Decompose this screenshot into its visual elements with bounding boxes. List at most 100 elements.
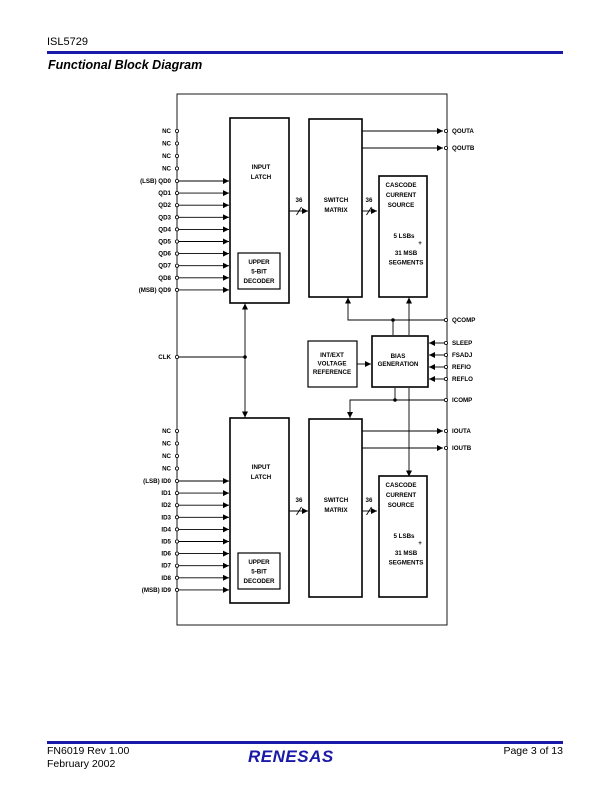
i-data-label: ID2: [161, 502, 171, 509]
q-data-pin: [174, 191, 179, 196]
q-data-pin: [174, 263, 179, 268]
i-bus-out-slash: [366, 506, 372, 516]
q-output-pin: [443, 128, 448, 133]
q-output-pin: [443, 145, 448, 150]
i-decoder-label: UPPER: [248, 559, 270, 566]
q-matrix-label: MATRIX: [324, 207, 348, 214]
i-bus-in-slash: [296, 506, 302, 516]
q-data-label: QD6: [158, 251, 171, 258]
i-data-label: (MSB) ID9: [142, 587, 172, 594]
q-nc-label: NC: [162, 166, 171, 173]
q-data-pin: [174, 275, 179, 280]
i-source-label: SOURCE: [388, 502, 414, 509]
icomp-pin: [443, 397, 448, 402]
q-data-pin: [174, 215, 179, 220]
bias-pin: [443, 340, 448, 345]
q-output-label: QOUTB: [452, 145, 475, 152]
i-source-label: CASCODE: [386, 482, 417, 489]
i-latch-label: INPUT: [252, 464, 271, 471]
i-data-label: ID4: [161, 526, 171, 533]
i-data-pin: [174, 563, 179, 568]
footer-rule: [47, 741, 563, 744]
q-nc-label: NC: [162, 128, 171, 135]
section-title: Functional Block Diagram: [48, 58, 203, 72]
q-output-label: QOUTA: [452, 128, 474, 135]
q-data-label: QD4: [158, 226, 171, 233]
i-latch-label: LATCH: [251, 474, 272, 481]
i-switch-matrix: [308, 418, 363, 598]
doc-number: FN6019 Rev 1.00: [47, 745, 130, 757]
q-matrix-label: SWITCH: [324, 197, 349, 204]
q-source-label: CURRENT: [386, 192, 416, 199]
bias-generation: [371, 335, 429, 388]
q-nc-pin: [174, 166, 179, 171]
i-output-pin: [443, 445, 448, 450]
clk-label: CLK: [158, 354, 171, 361]
header-rule: [47, 51, 563, 54]
bias-pin: [443, 364, 448, 369]
q-nc-pin: [174, 128, 179, 133]
bias-pin: [443, 352, 448, 357]
q-decoder-label: DECODER: [244, 278, 275, 285]
reference-label: REFERENCE: [313, 369, 351, 376]
q-latch-label: LATCH: [251, 174, 272, 181]
i-data-pin: [174, 503, 179, 508]
i-data-pin: [174, 515, 179, 520]
q-latch-label: INPUT: [252, 164, 271, 171]
bias-label: GENERATION: [378, 361, 419, 368]
bias-pin-label: REFIO: [452, 364, 471, 371]
footer-left: FN6019 Rev 1.00 February 2002: [47, 745, 129, 771]
q-switch-matrix: [308, 118, 363, 298]
q-decoder-label: UPPER: [248, 259, 270, 266]
page-number: Page 3 of 13: [503, 745, 563, 757]
i-bus-out-width: 36: [366, 497, 373, 504]
q-nc-pin: [174, 153, 179, 158]
clk-pin: [174, 354, 179, 359]
i-bus-in-width: 36: [296, 497, 303, 504]
q-bus-in-slash: [296, 206, 302, 216]
q-data-pin: [174, 227, 179, 232]
i-input-latch: [229, 417, 290, 604]
bias-pin: [443, 376, 448, 381]
i-data-pin: [174, 527, 179, 532]
q-nc-pin: [174, 141, 179, 146]
i-output-label: IOUTA: [452, 428, 471, 435]
q-decoder-label: 5-BIT: [251, 269, 267, 276]
q-data-pin: [174, 239, 179, 244]
i-data-pin: [174, 491, 179, 496]
q-data-label: QD5: [158, 239, 171, 246]
i-nc-pin: [174, 466, 179, 471]
reference-label: VOLTAGE: [318, 361, 347, 368]
i-decoder-label: DECODER: [244, 578, 275, 585]
renesas-logo: RENESAS: [248, 747, 334, 766]
i-data-label: ID3: [161, 514, 171, 521]
i-data-pin: [174, 478, 179, 483]
q-data-pin: [174, 178, 179, 183]
i-output-label: IOUTB: [452, 445, 472, 452]
q-cascode-source: [378, 175, 428, 298]
i-data-pin: [174, 539, 179, 544]
i-data-pin: [174, 587, 179, 592]
q-source-msb: SEGMENTS: [389, 260, 424, 267]
i-nc-label: NC: [162, 466, 171, 473]
i-data-label: (LSB) ID0: [143, 478, 171, 485]
q-bus-out-width: 36: [366, 197, 373, 204]
i-data-label: ID6: [161, 551, 171, 558]
i-matrix-label: MATRIX: [324, 507, 348, 514]
i-data-label: ID7: [161, 563, 171, 570]
i-data-pin: [174, 575, 179, 580]
i-output-pin: [443, 428, 448, 433]
q-data-pin: [174, 251, 179, 256]
i-nc-pin: [174, 441, 179, 446]
q-source-plus: +: [418, 240, 422, 247]
q-source-lsb: 5 LSBs: [394, 233, 416, 240]
q-data-label: (LSB) QD0: [140, 178, 171, 185]
i-data-pin: [174, 551, 179, 556]
i-nc-label: NC: [162, 428, 171, 435]
qcomp-pin: [443, 317, 448, 322]
i-nc-pin: [174, 453, 179, 458]
qcomp-label: QCOMP: [452, 317, 475, 324]
q-data-label: (MSB) QD9: [139, 287, 172, 294]
q-data-pin: [174, 287, 179, 292]
